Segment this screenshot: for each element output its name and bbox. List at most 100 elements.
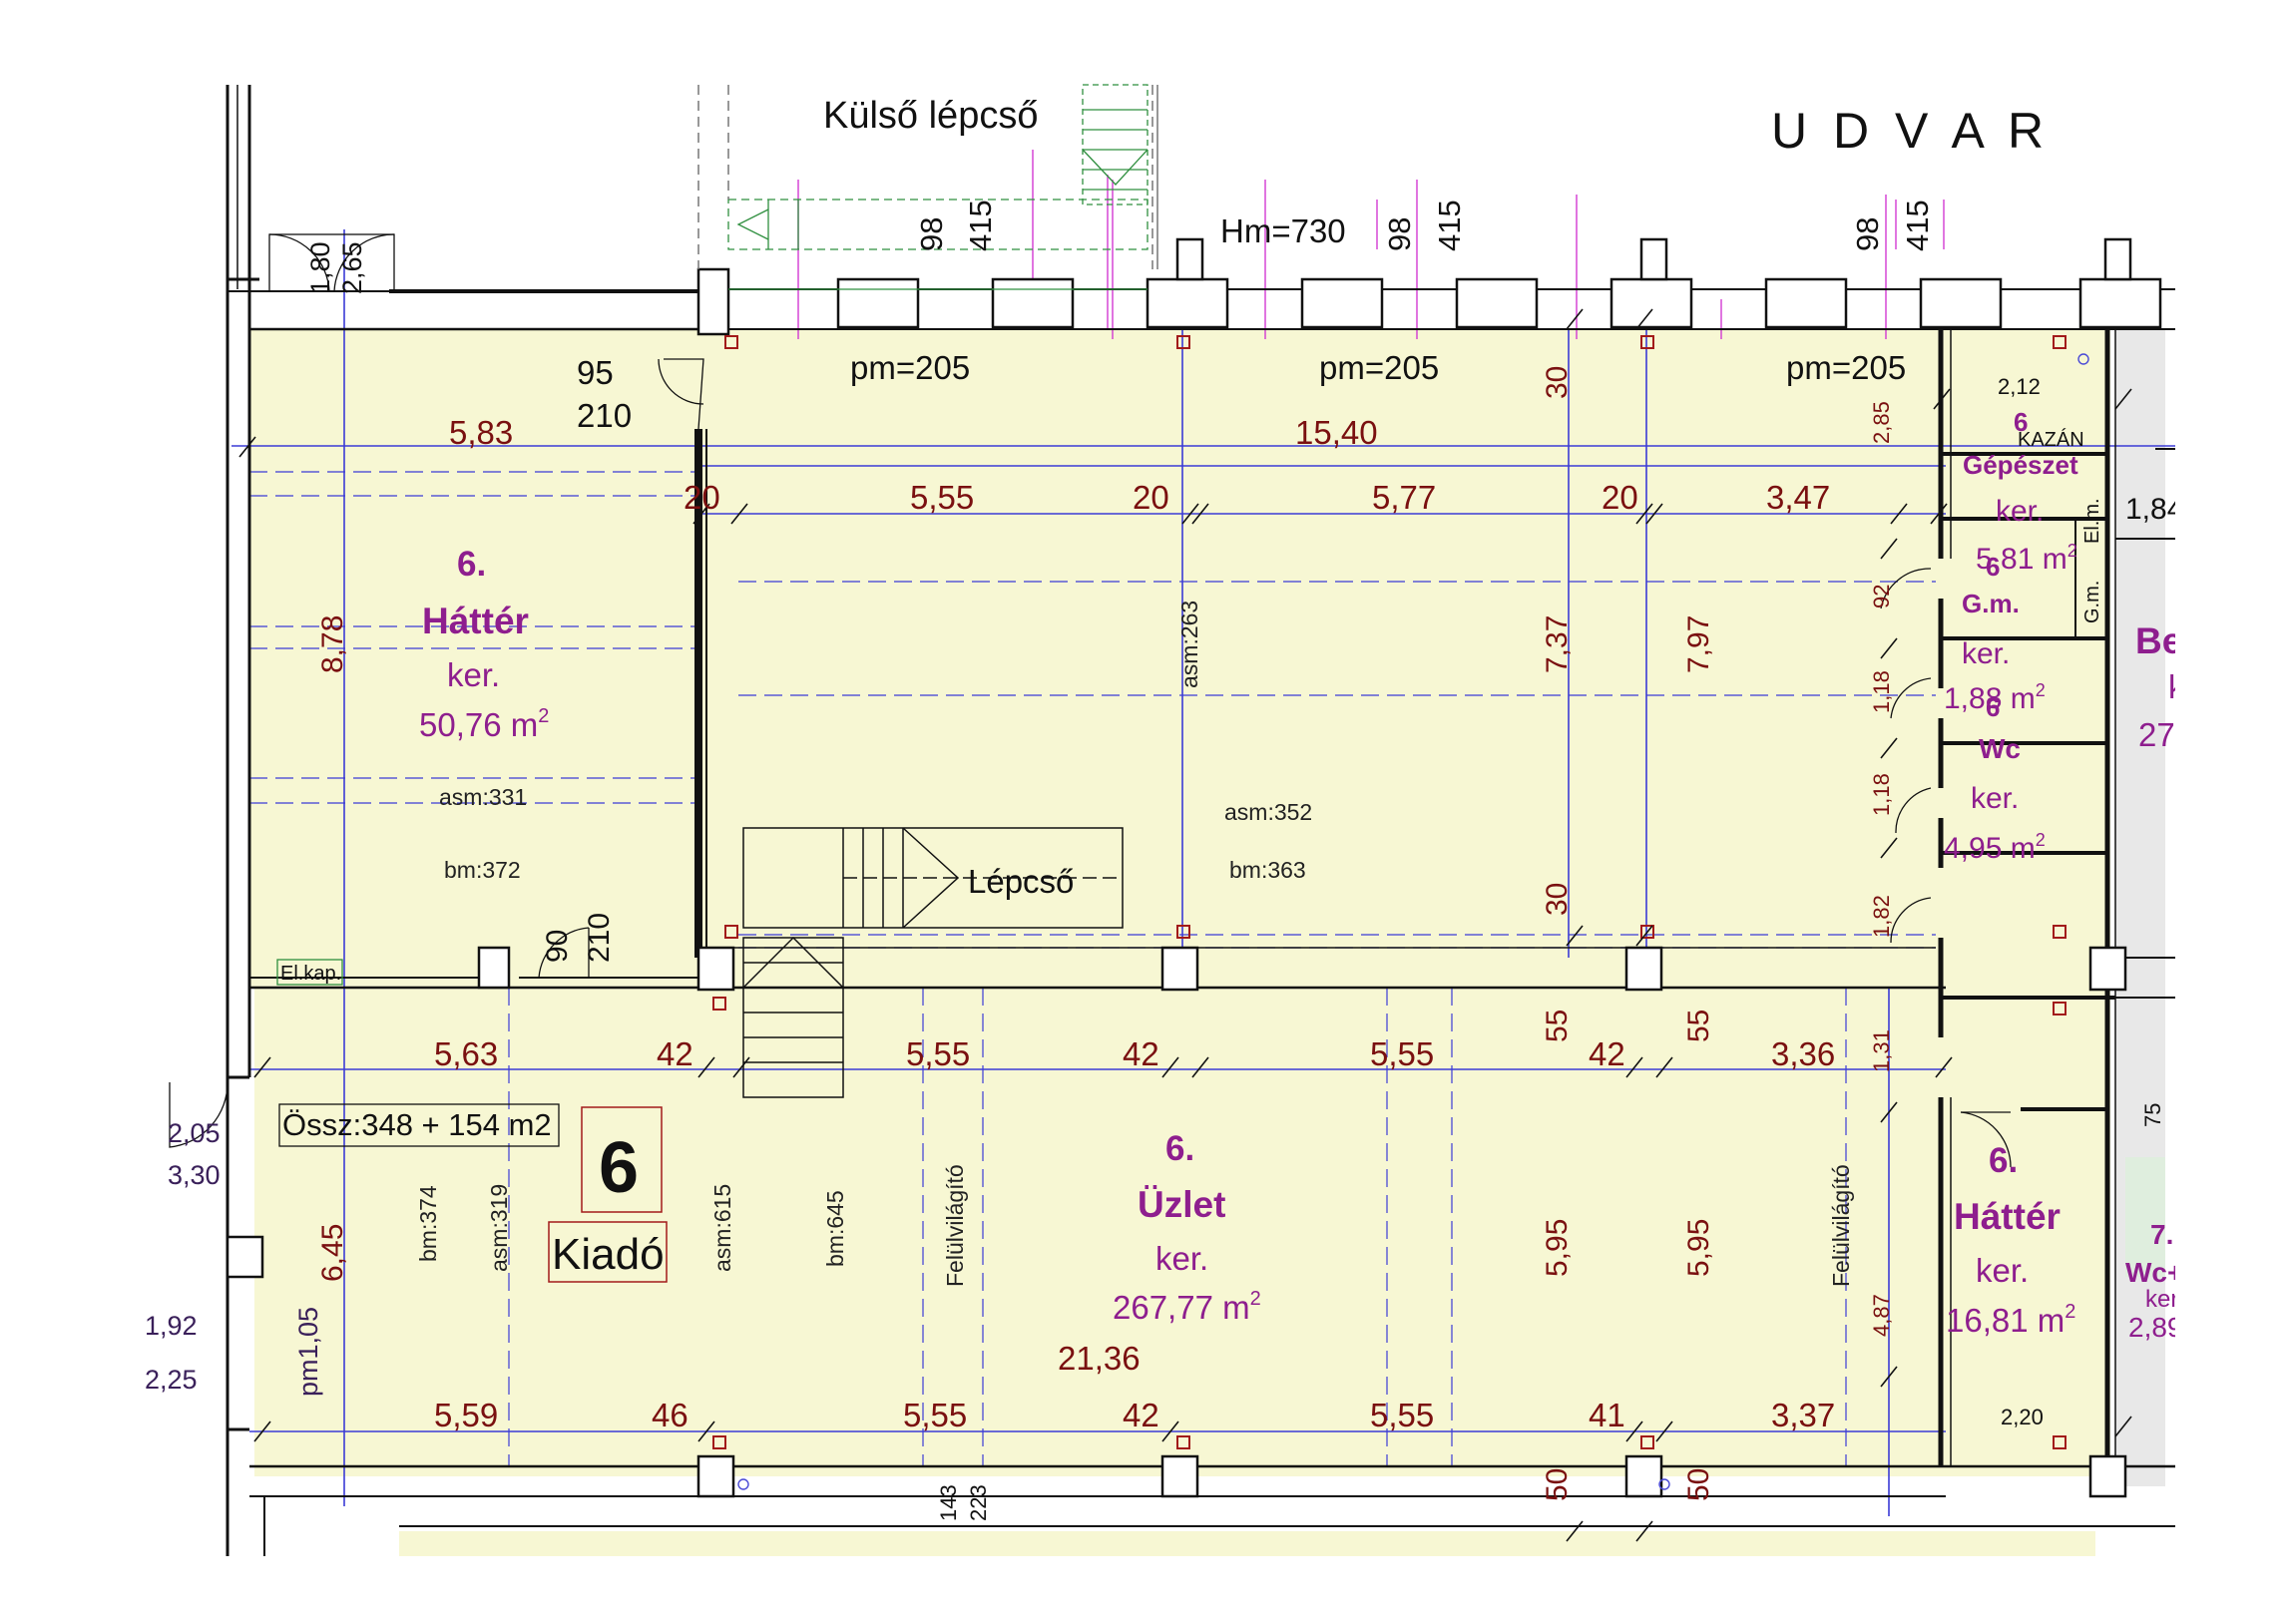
dim-555-b: 5,55 xyxy=(906,1035,970,1072)
dim-50-b: 50 xyxy=(1682,1468,1715,1501)
dim-20-b: 20 xyxy=(1133,479,1169,516)
bm-372: bm:372 xyxy=(444,857,521,883)
floor-fills xyxy=(249,329,2165,1581)
columns xyxy=(226,237,2162,1498)
svg-text:1,88 m2: 1,88 m2 xyxy=(1944,680,2046,715)
dim-212: 2,12 xyxy=(1998,374,2041,399)
door-210-b: 210 xyxy=(583,913,616,963)
svg-text:6: 6 xyxy=(2014,407,2028,437)
svg-text:ker.: ker. xyxy=(447,656,500,693)
dim-30-b: 30 xyxy=(1541,883,1574,916)
walls xyxy=(226,85,2175,1556)
dim-645: 6,45 xyxy=(316,1224,349,1282)
room-wc: 6 Wc ker. 4,95 m2 xyxy=(1944,692,2046,865)
dim-180: 1,80 xyxy=(305,241,335,294)
elkap-box xyxy=(276,959,343,986)
svg-text:7.: 7. xyxy=(2150,1219,2173,1250)
floor-wc-green xyxy=(2125,1157,2165,1277)
dim-131: 1,31 xyxy=(1869,1029,1894,1072)
dim-336: 3,36 xyxy=(1771,1035,1835,1072)
stair-label: Lépcső xyxy=(968,863,1074,900)
dim-118-b: 1,18 xyxy=(1869,670,1894,713)
dim-563: 5,63 xyxy=(434,1035,498,1072)
svg-text:50,76 m2: 50,76 m2 xyxy=(419,705,549,743)
dim-878: 8,78 xyxy=(316,615,349,673)
dim-347: 3,47 xyxy=(1766,479,1830,516)
dim-265: 2,65 xyxy=(337,241,367,294)
floor-hatter-left xyxy=(249,329,698,988)
unit-number: 6 xyxy=(599,1128,639,1208)
room-hatter-right: 6. Háttér ker. 16,81 m2 xyxy=(1946,1141,2075,1339)
dim-184: 1,84 xyxy=(2125,493,2183,526)
dim-559: 5,59 xyxy=(434,1397,498,1433)
svg-text:ker: ker xyxy=(2145,1286,2178,1313)
gm-label: G.m. xyxy=(2081,581,2103,623)
room-uzlet: 6. Üzlet ker. 267,77 m2 xyxy=(1113,1129,1261,1326)
dim-595-b: 5,95 xyxy=(1682,1219,1715,1277)
svg-text:Be: Be xyxy=(2135,620,2182,661)
dim-223: 223 xyxy=(966,1484,991,1521)
dim-595-a: 5,95 xyxy=(1541,1219,1574,1277)
dim-20-a: 20 xyxy=(684,479,720,516)
dim-182: 1,82 xyxy=(1869,895,1894,938)
svg-text:ker.: ker. xyxy=(1155,1240,1208,1277)
dim-55-a: 55 xyxy=(1541,1010,1574,1042)
svg-text:Háttér: Háttér xyxy=(1954,1196,2061,1237)
yard-label: U D V A R xyxy=(1771,103,2050,159)
axis-lines xyxy=(231,229,2175,1516)
svg-text:ker.: ker. xyxy=(1996,495,2044,528)
elm-label: El.m. xyxy=(2081,498,2103,544)
window-98-3: 98 xyxy=(1850,217,1885,251)
dim-737: 7,37 xyxy=(1541,615,1574,673)
door-95: 95 xyxy=(577,354,614,391)
dim-583: 5,83 xyxy=(449,414,513,451)
elkap-label: El.kap. xyxy=(280,963,341,985)
dim-577: 5,77 xyxy=(1372,479,1436,516)
svg-text:ker.: ker. xyxy=(1971,782,2019,815)
dimension-ticks xyxy=(238,308,2132,1542)
pm-label-1: pm=205 xyxy=(850,349,970,386)
skylight-1: Felülvilágító xyxy=(942,1164,968,1287)
svg-text:Wc: Wc xyxy=(1979,733,2021,764)
dim-143: 143 xyxy=(936,1484,961,1521)
bottom-crop xyxy=(0,1556,2296,1623)
dim-555-e: 5,55 xyxy=(1370,1397,1434,1433)
dim-46: 46 xyxy=(652,1397,689,1433)
dim-225: 2,25 xyxy=(145,1365,198,1395)
dim-555-a: 5,55 xyxy=(910,479,974,516)
window-98-2: 98 xyxy=(1382,217,1417,251)
dim-55-b: 55 xyxy=(1682,1010,1715,1042)
dim-1540: 15,40 xyxy=(1295,414,1378,451)
svg-text:ker.: ker. xyxy=(1962,637,2010,670)
pm-105: pm1,05 xyxy=(293,1307,323,1397)
stairs xyxy=(742,827,1124,1098)
unit-number-box xyxy=(581,1106,663,1213)
asm-319: asm:319 xyxy=(486,1184,512,1272)
skylight-2: Felülvilágító xyxy=(1828,1164,1854,1287)
floor-right-gray xyxy=(2115,329,2165,1486)
svg-text:6.: 6. xyxy=(457,545,486,584)
asm-352: asm:352 xyxy=(1224,799,1312,825)
dim-50-a: 50 xyxy=(1541,1468,1574,1501)
door-210: 210 xyxy=(577,397,632,434)
pm-label-2: pm=205 xyxy=(1319,349,1439,386)
dim-42-a: 42 xyxy=(657,1035,693,1072)
total-label: Össz:348 + 154 m2 xyxy=(282,1107,552,1142)
unit-status-box xyxy=(548,1221,668,1283)
room-gepeszet: 6 Gépészet ker. 5,81 m2 xyxy=(1963,407,2078,576)
svg-text:Gépészet: Gépészet xyxy=(1963,450,2078,480)
dim-75: 75 xyxy=(2140,1103,2165,1127)
window-415-2: 415 xyxy=(1432,200,1467,251)
dim-555-c: 5,55 xyxy=(1370,1035,1434,1072)
dim-220: 2,20 xyxy=(2001,1405,2044,1429)
dim-92: 92 xyxy=(1869,585,1894,609)
asm-263: asm:263 xyxy=(1176,601,1202,688)
svg-text:ker.: ker. xyxy=(1976,1252,2029,1289)
hm-label: Hm=730 xyxy=(1220,212,1346,249)
svg-text:5,81 m2: 5,81 m2 xyxy=(1976,541,2077,576)
svg-text:G.m.: G.m. xyxy=(1962,589,2020,618)
asm-331: asm:331 xyxy=(439,784,527,810)
window-98-1: 98 xyxy=(914,217,949,251)
dim-42-c: 42 xyxy=(1589,1035,1625,1072)
